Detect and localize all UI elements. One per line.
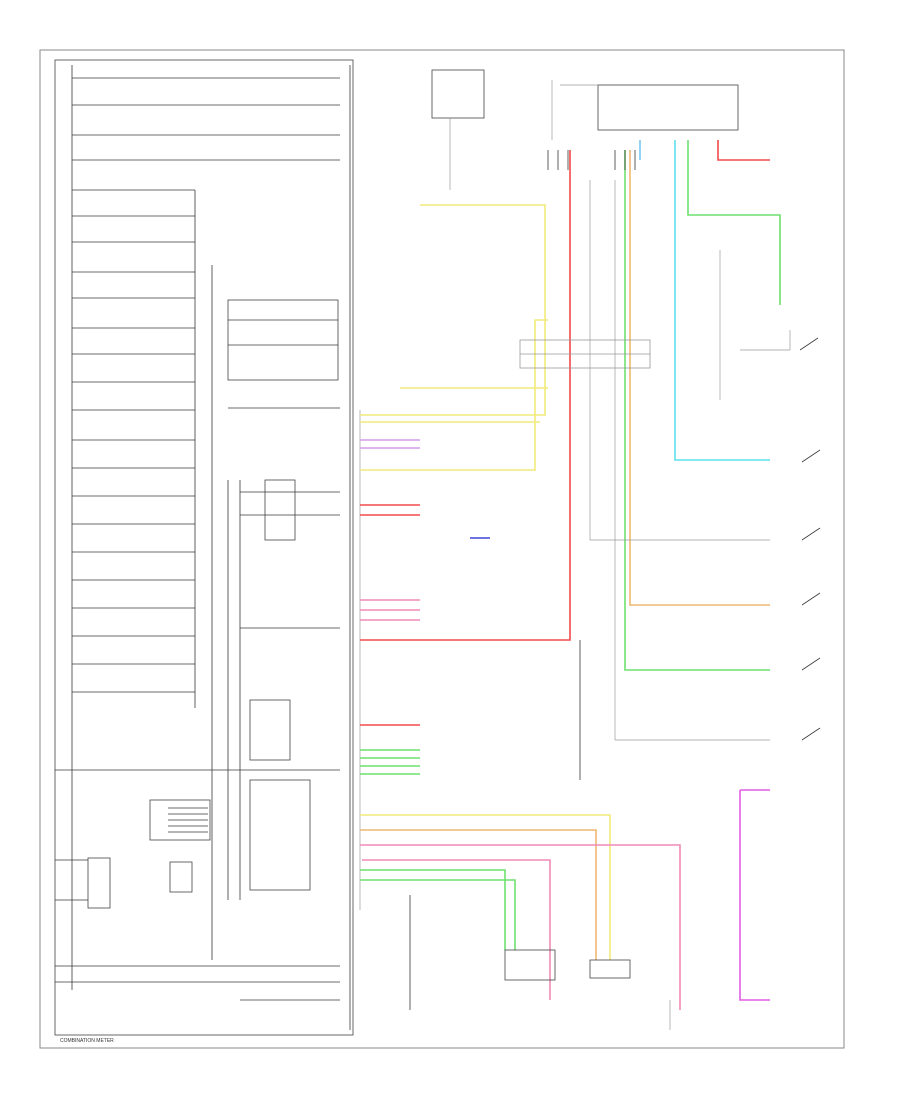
diagram-frame	[39, 49, 845, 1049]
combination-meter-block	[54, 59, 354, 1036]
top-modules	[431, 69, 739, 190]
meter-connector-pins	[349, 65, 361, 1030]
footer-label: COMBINATION METER	[60, 1038, 114, 1044]
bottom-sensors	[409, 640, 671, 1030]
indicator-rows	[72, 77, 340, 693]
colored-wires	[360, 140, 781, 1010]
right-switch-lines	[589, 180, 821, 741]
center-junction-connector	[519, 339, 651, 369]
